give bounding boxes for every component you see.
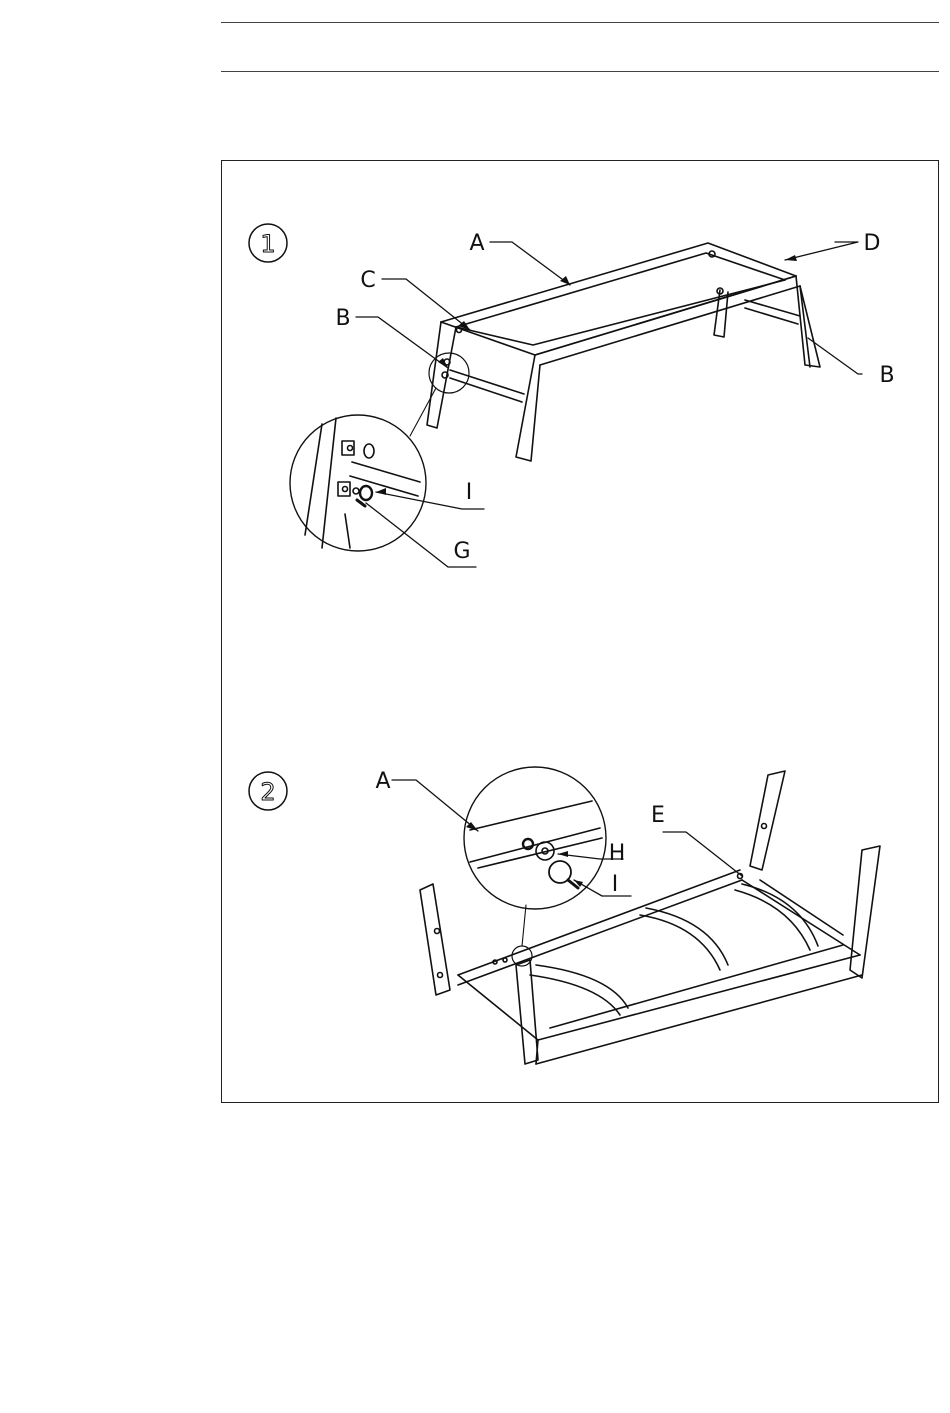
step-2-number: 2 <box>260 778 275 806</box>
callout-b-left-step1: B <box>335 306 350 331</box>
step-2-leaders <box>392 780 742 896</box>
callout-c-step1: C <box>360 268 375 293</box>
step-1-number: 1 <box>260 230 275 258</box>
step-2-arrowheads <box>466 822 583 887</box>
callout-b-right-step1: B <box>879 363 894 388</box>
callout-d-step1: D <box>864 231 881 256</box>
step-1-zoom-detail <box>290 388 436 551</box>
step-2-badge: 2 <box>249 772 287 810</box>
step-2-zoom-detail <box>464 767 606 909</box>
callout-h-step2: H <box>609 841 626 866</box>
callout-e-step2: E <box>651 803 665 828</box>
callout-a-step2: A <box>375 769 390 794</box>
step-1: 1 <box>249 224 895 567</box>
callout-a-step1: A <box>469 231 484 256</box>
step-1-frame-drawing <box>427 243 820 461</box>
callout-i-step2: I <box>612 872 619 897</box>
step-2-frame-drawing <box>420 771 880 1064</box>
step-2: 2 <box>249 767 880 1064</box>
step-1-badge: 1 <box>249 224 287 262</box>
callout-i-step1: I <box>466 480 473 505</box>
step-1-arrowheads <box>376 255 797 495</box>
callout-g-step1: G <box>453 539 470 564</box>
